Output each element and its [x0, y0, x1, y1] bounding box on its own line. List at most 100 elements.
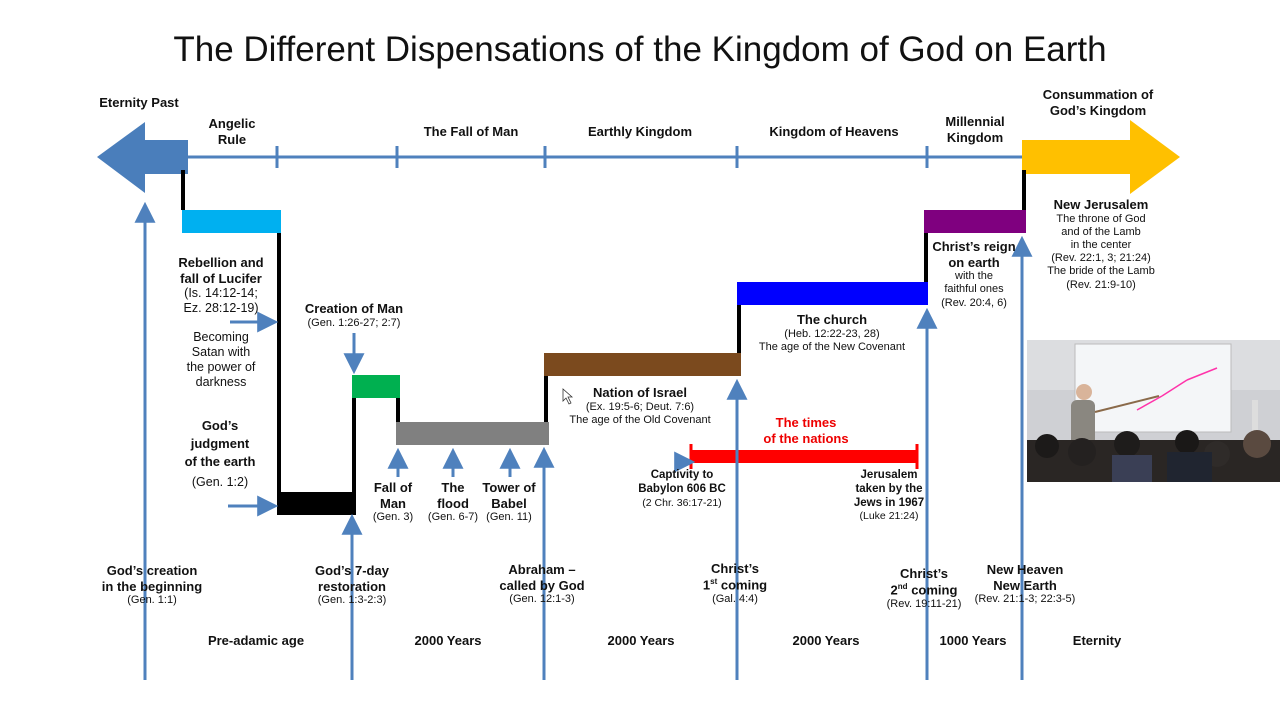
text-line: The times: [775, 415, 837, 430]
page-title: The Different Dispensations of the Kingd…: [173, 30, 1107, 69]
long-arrows: [134, 201, 1033, 680]
text-line: Captivity to: [650, 469, 714, 481]
text-line: fall of Lucifer: [180, 270, 262, 286]
text-line: restoration: [318, 578, 386, 594]
text-line: God’s 7-day: [315, 563, 389, 578]
text-line: The church: [796, 312, 868, 327]
text-line: with the: [955, 270, 993, 283]
text-line: (Heb. 12:22-23, 28): [784, 327, 880, 340]
creation-of-man-note: Creation of Man (Gen. 1:26-27; 2:7): [305, 301, 403, 330]
text-line: Becoming: [193, 330, 249, 344]
fall-of-man-period-label: The Fall of Man: [424, 124, 519, 140]
timeline-ticks: [275, 146, 929, 168]
israel-bar: [544, 353, 741, 376]
age-pre-adamic: Pre-adamic age: [207, 633, 305, 648]
age-2000-years-1: 2000 Years: [414, 633, 482, 648]
text-line: in the beginning: [101, 578, 203, 594]
step-lines: [181, 170, 1026, 492]
text-line: Consummation of: [1042, 87, 1154, 102]
age-eternity: Eternity: [1072, 633, 1122, 648]
short-arrows: [228, 311, 521, 517]
text-line: taken by the: [855, 482, 923, 495]
text-line: (Rev. 22:1, 3; 21:24): [1051, 252, 1151, 265]
text-line: Babel: [491, 495, 527, 511]
text-line: (Gen. 12:1-3): [509, 593, 575, 606]
text-line: flood: [437, 495, 469, 511]
eternity-past-label: Eternity Past: [99, 95, 178, 111]
speaker-video-inset: [1027, 340, 1280, 482]
age-2000-years-2: 2000 Years: [607, 633, 675, 648]
text-line: Earthly Kingdom: [587, 124, 693, 139]
text-line: Rule: [217, 131, 247, 147]
text-line: New Jerusalem: [1053, 197, 1149, 212]
angelic-bar: [182, 210, 281, 233]
eternity-past-arrow: [97, 122, 188, 193]
kingdom-of-heavens-label: Kingdom of Heavens: [769, 124, 898, 140]
text-line: the power of: [186, 360, 256, 374]
text-line: (Rev. 21:9-10): [1066, 278, 1136, 291]
text-line: Christ’s reign: [932, 239, 1016, 254]
text-line: Kingdom: [946, 129, 1004, 145]
text-line: The: [441, 480, 465, 495]
text-line: God’s creation: [106, 563, 198, 578]
church-note: The church (Heb. 12:22-23, 28) The age o…: [759, 312, 905, 354]
nations-bar: [692, 450, 918, 463]
text-line: (Ex. 19:5-6; Deut. 7:6): [585, 400, 695, 413]
text-line: Rebellion and: [178, 255, 264, 270]
text-line: and of the Lamb: [1061, 225, 1141, 238]
text-line: God’s Kingdom: [1049, 102, 1147, 118]
israel-note: Nation of Israel (Ex. 19:5-6; Deut. 7:6)…: [569, 385, 710, 427]
text-line: Creation of Man: [304, 301, 404, 316]
text-line: The age of the Old Covenant: [569, 413, 711, 426]
text-line: Millennial: [945, 114, 1005, 129]
text-line: Babylon 606 BC: [638, 482, 726, 495]
text-line: Abraham –: [508, 562, 576, 577]
text-line: darkness: [195, 375, 247, 389]
text-line: (2 Chr. 36:17-21): [642, 496, 722, 509]
text-line: (Gen. 1:2): [191, 474, 249, 489]
text-line: Jews in 1967: [853, 496, 925, 509]
restoration-bar: [277, 492, 356, 515]
text-line: New Earth: [993, 577, 1057, 593]
text-line: New Heaven: [986, 562, 1064, 577]
first-coming-event: Christ’s 1st coming (Gal. 4:4): [702, 561, 768, 605]
text-line: Fall of: [373, 480, 413, 495]
text-line: Jerusalem: [860, 469, 918, 481]
millennial-bar: [924, 210, 1026, 233]
text-line: (Rev. 21:1-3; 22:3-5): [974, 593, 1076, 606]
text-line: Angelic: [208, 116, 256, 131]
abraham-event: Abraham –called by God (Gen. 12:1-3): [499, 562, 584, 606]
text-line: (Is. 14:12-14;: [184, 286, 258, 301]
text-line: (Rev. 20:4, 6): [941, 296, 1007, 309]
text-line: called by God: [499, 577, 585, 593]
consummation-arrow: [1022, 120, 1180, 194]
text-line: Tower of: [482, 480, 536, 495]
text-line: God’s: [201, 418, 239, 433]
text-line: The Fall of Man: [423, 124, 519, 139]
earthly-kingdom-label: Earthly Kingdom: [588, 124, 692, 140]
text-line: (Gen. 1:26-27; 2:7): [307, 316, 401, 329]
text-line: Kingdom of Heavens: [769, 124, 899, 139]
text-line: Nation of Israel: [593, 385, 687, 400]
text-line: (Gen. 1:3-2:3): [317, 594, 387, 607]
text-line: (Gen. 11): [486, 511, 532, 524]
text-line: The bride of the Lamb: [1047, 265, 1155, 278]
text-line: of the earth: [184, 454, 256, 470]
church-bar: [737, 282, 928, 305]
text-line: (Gen. 6-7): [427, 511, 479, 524]
text-line: (Gen. 3): [372, 511, 414, 524]
